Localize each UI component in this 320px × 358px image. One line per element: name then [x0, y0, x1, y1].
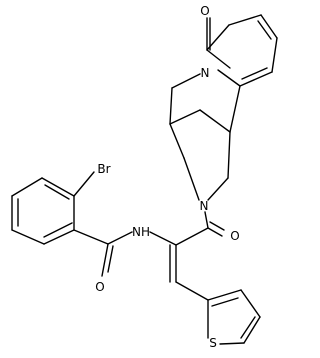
bond: [260, 14, 278, 39]
bond-layer: [11, 14, 278, 345]
bond: [206, 49, 231, 69]
bond: [207, 227, 223, 237]
bond: [240, 316, 256, 339]
atom-label-layer: O N N O Br NH O S: [95, 4, 239, 350]
bond: [199, 109, 231, 133]
bond: [183, 157, 200, 201]
atom-label-amide-nitrogen: NH: [132, 225, 150, 239]
bond: [169, 123, 185, 159]
bond: [241, 67, 268, 80]
bond: [107, 245, 114, 273]
bond: [219, 342, 245, 345]
bond: [257, 20, 272, 40]
bond: [41, 177, 75, 197]
bond: [211, 297, 239, 307]
bond: [271, 37, 278, 73]
bond: [243, 316, 261, 344]
bond: [207, 289, 242, 301]
bond: [229, 85, 241, 133]
bond: [43, 222, 73, 238]
bond: [73, 229, 109, 245]
bond: [101, 243, 109, 277]
bond: [240, 289, 261, 318]
atom-label-nitrogen: N: [200, 199, 209, 213]
bond: [73, 171, 95, 197]
bond: [107, 231, 133, 245]
bond: [175, 281, 209, 301]
atom-label-nitrogen: N: [201, 66, 210, 80]
bond: [209, 221, 225, 231]
atom-label-oxygen: O: [95, 280, 104, 294]
bond: [44, 184, 70, 200]
bond: [217, 69, 241, 87]
bond: [227, 131, 231, 179]
bond: [43, 229, 75, 245]
bond: [206, 24, 230, 51]
atom-label-oxygen: O: [230, 229, 239, 243]
bond: [11, 229, 45, 245]
bond: [239, 71, 273, 87]
bond: [204, 211, 209, 229]
bond: [149, 231, 177, 246]
structure-diagram: O N N O Br NH O S: [11, 4, 278, 350]
atom-label-oxygen: O: [200, 4, 209, 18]
bond: [11, 177, 43, 197]
atom-label-sulfur: S: [209, 336, 217, 350]
bond: [169, 87, 173, 125]
bond: [207, 177, 229, 201]
bond: [175, 227, 209, 246]
bond: [228, 14, 262, 26]
bond: [171, 73, 201, 89]
bond: [169, 109, 201, 125]
atom-label-bromine: Br: [97, 162, 110, 176]
